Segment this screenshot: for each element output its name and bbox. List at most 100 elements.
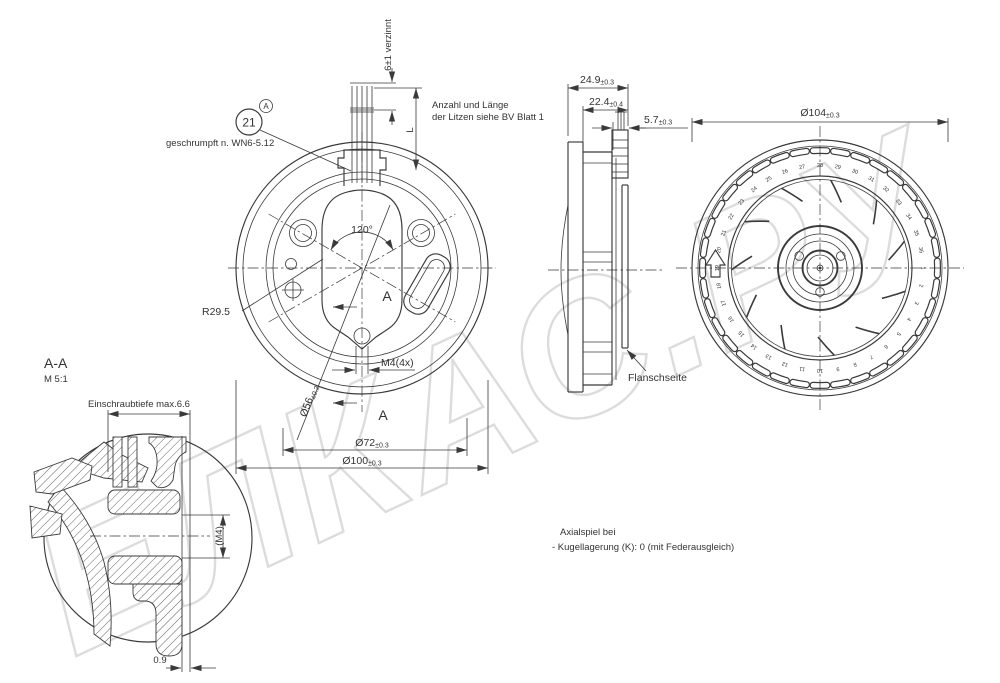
rotation-arrow-icon xyxy=(704,248,727,278)
terminal-block xyxy=(403,253,451,315)
blade-tip xyxy=(888,240,906,261)
blade-number: 21 xyxy=(720,229,728,237)
cable-block xyxy=(611,111,629,179)
blade-tip xyxy=(817,336,835,356)
blade-number: 29 xyxy=(834,164,841,171)
impeller-slots xyxy=(698,146,942,390)
cable-exit xyxy=(337,86,387,186)
flange-side-callout: Flanschseite xyxy=(626,349,687,384)
detail-boundary xyxy=(43,433,253,643)
dim-dia104: Ø104±0.3 xyxy=(691,107,949,142)
wire-length-label: L xyxy=(405,127,416,132)
litzen-note-line2: der Litzen siehe BV Blatt 1 xyxy=(432,112,544,123)
section-detail: A-A M 5:1 Einschraubtiefe max.6.6 (M4) xyxy=(29,355,253,672)
blade-number: 2 xyxy=(917,284,923,288)
thread-label: M4(4x) xyxy=(381,357,414,369)
blade-tip xyxy=(745,294,758,318)
impeller-blade-tips xyxy=(731,179,906,356)
blade-tip xyxy=(744,220,770,223)
rear-view: 1234567891011121314151617181920212223242… xyxy=(676,107,964,410)
earth-screw xyxy=(282,279,304,301)
dim-tinned: 6±1 verzinnt xyxy=(350,19,396,125)
svg-text:Ø104±0.3: Ø104±0.3 xyxy=(800,107,839,120)
blade-tip xyxy=(881,290,906,300)
blade-number: 36 xyxy=(917,247,924,254)
blade-number: 22 xyxy=(728,213,736,221)
radius-label: R29.5 xyxy=(202,306,230,318)
section-scale: M 5:1 xyxy=(44,374,68,385)
blade-number: 4 xyxy=(905,316,912,322)
flange-plate xyxy=(621,184,629,349)
svg-text:Ø72±0.3: Ø72±0.3 xyxy=(355,437,389,450)
strain-relief-clamp xyxy=(337,149,387,186)
radius-callout: R29.5 xyxy=(202,258,324,318)
blade-number: 23 xyxy=(738,198,747,207)
dim-24-9: 24.9±0.3 xyxy=(567,74,629,136)
blade-number: 12 xyxy=(781,360,789,368)
mounting-holes xyxy=(289,219,435,345)
blade-number: 16 xyxy=(728,315,736,323)
balloon-number: 21 xyxy=(242,116,256,130)
blade-tip xyxy=(855,326,880,335)
shrink-note: geschrumpft n. WN6-5.12 xyxy=(166,138,274,149)
gap-dim-label: 0.9 xyxy=(153,655,166,666)
dim-dia100: Ø100±0.3 xyxy=(235,380,489,474)
blade-number: 33 xyxy=(894,198,903,207)
angle-label: 120° xyxy=(351,224,373,236)
dim-dia72: Ø72±0.3 xyxy=(282,418,468,456)
blade-number: 25 xyxy=(765,176,773,184)
section-arrows: A A xyxy=(333,288,392,423)
axial-play-note: Axialspiel bei - Kugellagerung (K): 0 (m… xyxy=(552,527,734,553)
blade-tip xyxy=(731,255,753,271)
balloon-revision: A xyxy=(263,102,269,111)
dim-m4: M4(4x) xyxy=(332,346,415,374)
small-hole xyxy=(285,258,297,270)
blade-number: 5 xyxy=(895,330,902,336)
svg-text:Ø100±0.3: Ø100±0.3 xyxy=(342,455,381,468)
blade-tip xyxy=(830,179,843,203)
flange-contour xyxy=(321,189,403,350)
side-view: 24.9±0.3 22.4±0.4 5.7±0.3 Flanschseite xyxy=(548,74,688,393)
front-view: 120° A A Ø56±0.2 M4(4x) Ø72±0.3 xyxy=(166,19,544,474)
blade-number: 13 xyxy=(765,352,773,360)
section-label-a2: A xyxy=(378,407,388,423)
dim-22-4: 22.4±0.4 xyxy=(582,96,628,146)
depth-note: Einschraubtiefe max.6.6 xyxy=(88,399,190,410)
blade-number: 24 xyxy=(750,186,759,195)
blade-tip xyxy=(872,199,878,225)
blade-number: 20 xyxy=(716,247,723,254)
blade-number: 31 xyxy=(867,176,875,184)
blade-tip xyxy=(780,324,786,350)
balloon-21: 21 A xyxy=(235,99,352,172)
litzen-note-line1: Anzahl und Länge xyxy=(432,100,509,111)
flange-side-label: Flanschseite xyxy=(628,372,687,384)
blade-tip xyxy=(781,187,803,202)
svg-text:22.4±0.4: 22.4±0.4 xyxy=(589,96,623,109)
dim-wire-length: L xyxy=(374,87,422,170)
blade-number: 3 xyxy=(913,300,920,305)
blade-number: 14 xyxy=(750,342,759,351)
svg-text:24.9±0.3: 24.9±0.3 xyxy=(580,74,614,87)
section-label-a1: A xyxy=(382,288,392,304)
blade-number: 34 xyxy=(904,213,912,221)
blade-number: 27 xyxy=(799,164,806,171)
section-title: A-A xyxy=(44,355,68,371)
blade-number: 8 xyxy=(852,361,857,368)
thread-ref-label: (M4) xyxy=(214,526,225,546)
tinned-label: 6±1 verzinnt xyxy=(383,19,394,71)
blade-number: 17 xyxy=(720,299,728,307)
blade-number: 26 xyxy=(781,168,789,176)
dim-m4-detail: (M4) xyxy=(182,514,230,559)
blade-number: 15 xyxy=(738,329,747,338)
axial-note-line2: - Kugellagerung (K): 0 (mit Federausglei… xyxy=(552,542,734,553)
blade-number: 6 xyxy=(882,343,888,350)
svg-text:5.7±0.3: 5.7±0.3 xyxy=(644,114,672,127)
blade-number: 11 xyxy=(799,365,806,372)
blade-number: 35 xyxy=(912,229,920,237)
dim-5-7: 5.7±0.3 xyxy=(592,114,688,150)
axial-note-line1: Axialspiel bei xyxy=(560,527,615,538)
blade-number: 1 xyxy=(919,266,925,269)
dim-einschraubtiefe: Einschraubtiefe max.6.6 xyxy=(88,399,191,472)
